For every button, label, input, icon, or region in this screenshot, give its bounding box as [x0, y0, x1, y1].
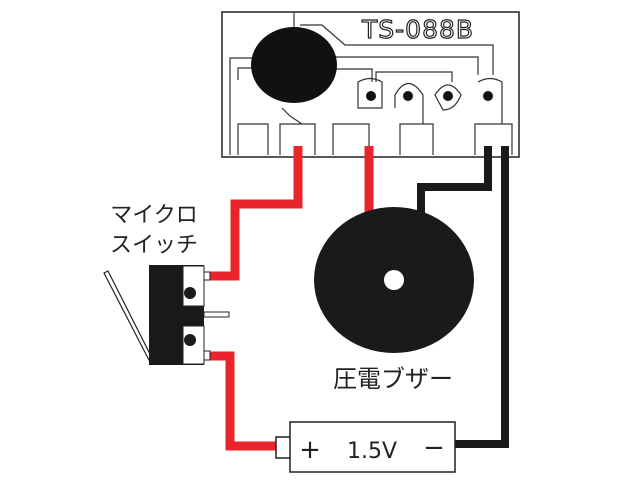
switch-terminal-top — [203, 271, 211, 281]
pad-hole — [403, 91, 413, 101]
battery: + 1.5V − — [275, 421, 456, 473]
chip-blob — [251, 27, 337, 103]
module-name: TS-088B — [361, 15, 474, 44]
sound-module-board: TS-088B — [221, 11, 520, 158]
battery-plus-terminal — [275, 436, 292, 459]
micro-switch — [103, 265, 230, 365]
switch-label-line2: スイッチ — [110, 233, 198, 258]
wire-black-battery-minus — [455, 146, 509, 448]
battery-body — [289, 421, 456, 473]
battery-voltage: 1.5V — [347, 439, 397, 464]
switch-label-line1: マイクロ — [110, 203, 198, 228]
pad-hole — [443, 91, 453, 101]
buzzer-label: 圧電ブザー — [333, 365, 453, 393]
wire-red-battery-plus — [206, 351, 280, 451]
piezo-buzzer — [314, 207, 474, 353]
switch-terminal-bottom — [203, 350, 211, 361]
buzzer-center-hole — [384, 270, 404, 290]
pad-hole — [483, 91, 493, 101]
switch-lever — [103, 270, 154, 363]
switch-terminal-middle — [203, 311, 230, 318]
pad-hole — [366, 91, 376, 101]
module-pads — [237, 77, 513, 155]
wire-black-buzzer — [417, 146, 492, 215]
battery-minus-sign: − — [423, 433, 445, 463]
wire-red-switch-top — [206, 146, 303, 281]
battery-plus-sign: + — [299, 435, 321, 465]
